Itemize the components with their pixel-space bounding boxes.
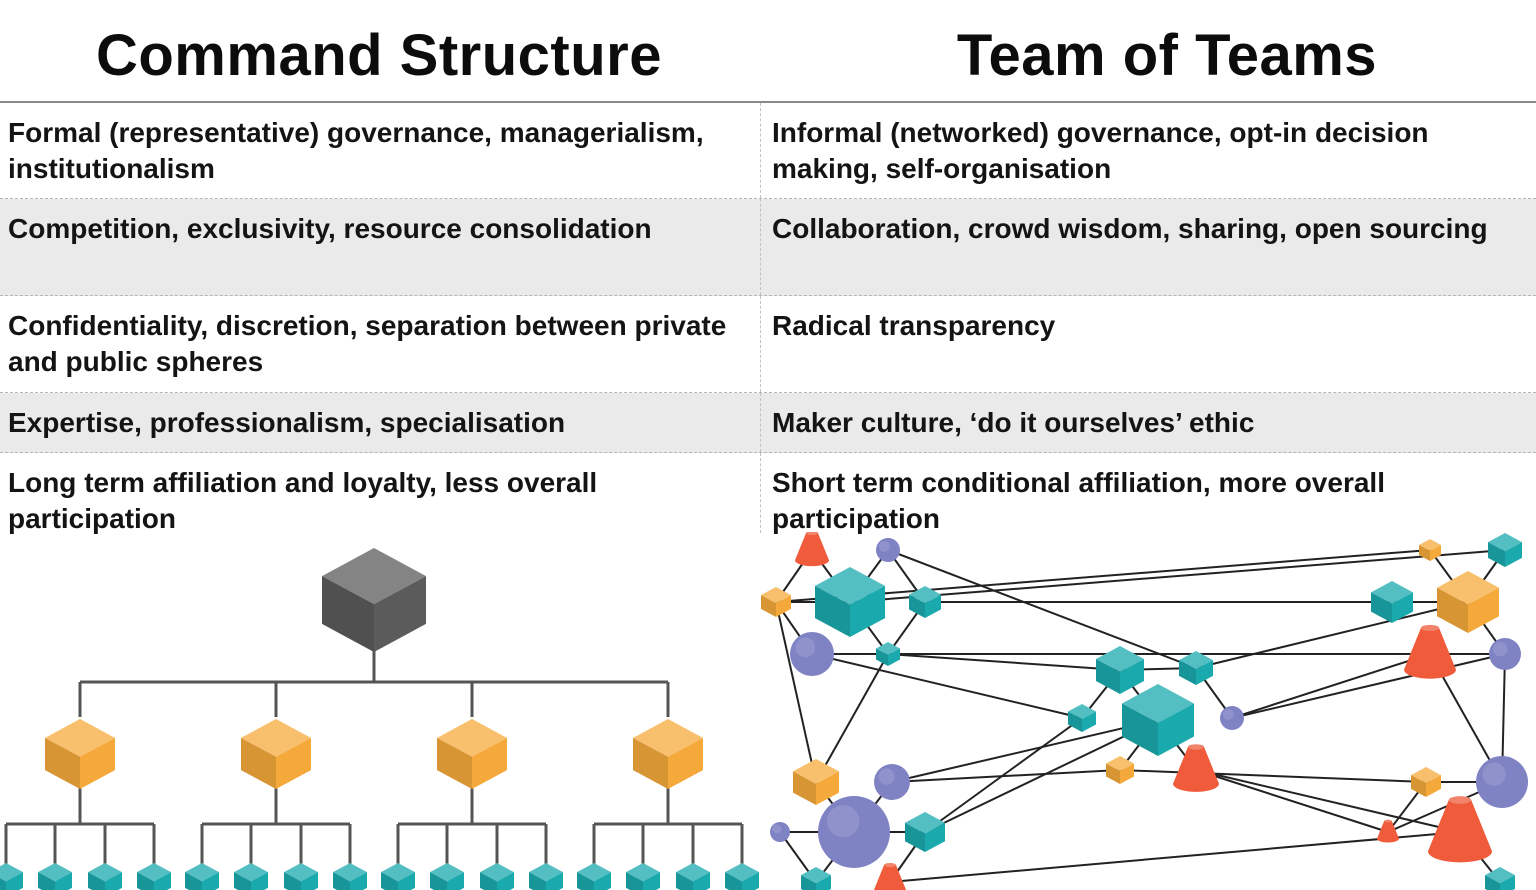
cone-icon bbox=[795, 532, 829, 567]
cube-icon bbox=[38, 863, 72, 890]
cell-right: Short term conditional affiliation, more… bbox=[760, 453, 1536, 534]
cube-icon bbox=[322, 548, 426, 652]
header-command-structure: Command Structure bbox=[95, 23, 662, 88]
cube-icon bbox=[815, 567, 885, 637]
cube-icon bbox=[909, 586, 941, 618]
cell-right: Radical transparency bbox=[760, 296, 1536, 392]
cube-icon bbox=[45, 719, 115, 789]
cube-icon bbox=[430, 863, 464, 890]
sphere-icon bbox=[1476, 756, 1528, 808]
cube-icon bbox=[1122, 684, 1194, 756]
connector-line bbox=[887, 549, 1197, 669]
cube-icon bbox=[1106, 756, 1134, 784]
table-row: Expertise, professionalism, specialisati… bbox=[0, 393, 1536, 453]
cell-right: Maker culture, ‘do it ourselves’ ethic bbox=[760, 393, 1536, 452]
sphere-icon bbox=[770, 822, 790, 842]
connector-line bbox=[1195, 769, 1389, 833]
table-row: Formal (representative) governance, mana… bbox=[0, 103, 1536, 199]
connector-line bbox=[1195, 769, 1461, 833]
cube-icon bbox=[480, 863, 514, 890]
sphere-icon bbox=[876, 538, 900, 562]
cube-icon bbox=[801, 867, 831, 890]
cube-icon bbox=[793, 759, 839, 805]
cube-icon bbox=[437, 719, 507, 789]
cube-icon bbox=[876, 642, 900, 666]
cube-icon bbox=[1068, 704, 1096, 732]
cell-left: Formal (representative) governance, mana… bbox=[8, 117, 704, 184]
cone-icon bbox=[1428, 796, 1492, 863]
cell-left: Expertise, professionalism, specialisati… bbox=[8, 407, 566, 438]
connector-line bbox=[891, 719, 1159, 783]
connector-line bbox=[811, 653, 1083, 719]
cube-icon bbox=[333, 863, 367, 890]
cube-icon bbox=[284, 863, 318, 890]
org-hierarchy-diagram bbox=[0, 548, 759, 890]
cube-icon bbox=[1179, 651, 1213, 685]
sphere-icon bbox=[818, 796, 890, 868]
connector-line bbox=[849, 549, 1506, 603]
table-row: Confidentiality, discretion, separation … bbox=[0, 296, 1536, 393]
cube-icon bbox=[633, 719, 703, 789]
connector-line bbox=[1119, 769, 1427, 783]
connector-line bbox=[1231, 653, 1431, 719]
cube-icon bbox=[381, 863, 415, 890]
diagrams bbox=[0, 532, 1536, 890]
cube-icon bbox=[725, 863, 759, 890]
cube-icon bbox=[1485, 867, 1515, 890]
connector-line bbox=[889, 831, 1461, 883]
connector-line bbox=[924, 719, 1159, 833]
table-row: Competition, exclusivity, resource conso… bbox=[0, 199, 1536, 296]
connector-line bbox=[815, 653, 889, 783]
network-graph-diagram bbox=[761, 532, 1528, 890]
cube-icon bbox=[761, 587, 791, 617]
column-headers: Command Structure Team of Teams bbox=[0, 0, 1536, 102]
cube-icon bbox=[241, 719, 311, 789]
header-team-of-teams: Team of Teams bbox=[956, 23, 1378, 88]
sphere-icon bbox=[1220, 706, 1244, 730]
cell-right: Collaboration, crowd wisdom, sharing, op… bbox=[760, 199, 1536, 295]
sphere-icon bbox=[1489, 638, 1521, 670]
cone-icon bbox=[1404, 624, 1456, 679]
cell-right: Informal (networked) governance, opt-in … bbox=[760, 103, 1536, 198]
sphere-icon bbox=[790, 632, 834, 676]
cube-icon bbox=[234, 863, 268, 890]
table-row: Long term affiliation and loyalty, less … bbox=[0, 453, 1536, 534]
cube-icon bbox=[577, 863, 611, 890]
sphere-icon bbox=[874, 764, 910, 800]
cube-icon bbox=[1096, 646, 1144, 694]
cube-icon bbox=[185, 863, 219, 890]
cube-icon bbox=[1371, 581, 1413, 623]
cube-icon bbox=[1411, 767, 1441, 797]
header-divider bbox=[0, 101, 1536, 103]
cube-icon bbox=[905, 812, 945, 852]
connector-line bbox=[1231, 653, 1506, 719]
connector-line bbox=[775, 601, 817, 783]
connector-line bbox=[924, 717, 1083, 833]
cube-icon bbox=[137, 863, 171, 890]
cube-icon bbox=[529, 863, 563, 890]
cell-left: Confidentiality, discretion, separation … bbox=[8, 310, 727, 377]
cone-icon bbox=[1377, 819, 1399, 843]
cube-icon bbox=[1419, 539, 1441, 561]
cell-left: Competition, exclusivity, resource conso… bbox=[8, 213, 652, 244]
cone-icon bbox=[873, 862, 907, 890]
cube-icon bbox=[1488, 533, 1522, 567]
connector-line bbox=[1195, 601, 1469, 669]
cube-icon bbox=[88, 863, 122, 890]
cube-icon bbox=[1437, 571, 1499, 633]
cone-icon bbox=[1173, 744, 1219, 792]
comparison-table: Formal (representative) governance, mana… bbox=[0, 103, 1536, 534]
cube-icon bbox=[626, 863, 660, 890]
connector-line bbox=[891, 769, 1121, 783]
cube-icon bbox=[0, 863, 23, 890]
cube-icon bbox=[676, 863, 710, 890]
connector-line bbox=[887, 653, 1121, 671]
cell-left: Long term affiliation and loyalty, less … bbox=[8, 467, 598, 534]
